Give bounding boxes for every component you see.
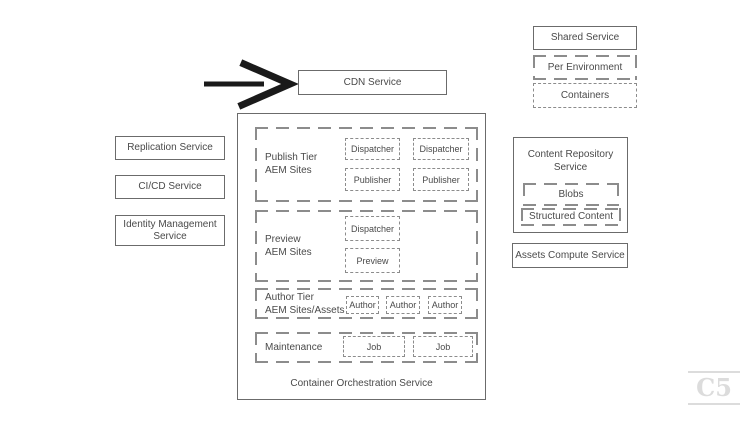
- legend-containers-label: Containers: [560, 89, 610, 101]
- publish-tier-label: Publish Tier AEM Sites: [265, 152, 318, 176]
- assets-compute-service-box: Assets Compute Service: [512, 243, 628, 268]
- container-orchestration-title: Container Orchestration Service: [290, 378, 433, 389]
- maintenance-label: Maintenance: [265, 342, 323, 353]
- author-box-3: Author: [428, 296, 462, 314]
- cicd-service-box: CI/CD Service: [115, 175, 225, 199]
- legend-per-environment-label: Per Environment: [547, 61, 623, 73]
- legend-shared-service-label: Shared Service: [550, 32, 620, 43]
- blobs-box: Blobs: [523, 183, 619, 206]
- cdn-service-box: CDN Service: [298, 70, 447, 95]
- structured-content-box: Structured Content: [521, 208, 621, 226]
- author-box-2: Author: [386, 296, 420, 314]
- preview-dispatcher-box: Dispatcher: [345, 216, 400, 241]
- preview-label: Preview AEM Sites: [265, 234, 312, 258]
- arrow-icon: [204, 59, 298, 110]
- assets-compute-service-label: Assets Compute Service: [515, 249, 625, 261]
- maintenance-job-box-2: Job: [413, 336, 473, 357]
- maintenance-job-box-1: Job: [343, 336, 405, 357]
- identity-management-service-box: Identity Management Service: [115, 215, 225, 246]
- cdn-service-label: CDN Service: [343, 76, 402, 88]
- identity-management-service-label: Identity Management Service: [123, 218, 217, 242]
- maintenance-section: [255, 332, 478, 363]
- cicd-service-label: CI/CD Service: [138, 181, 202, 192]
- replication-service-box: Replication Service: [115, 136, 225, 160]
- legend-containers-box: Containers: [533, 83, 637, 108]
- publish-tier-section: [255, 127, 478, 202]
- publish-dispatcher-1-box: Dispatcher: [345, 138, 400, 160]
- publish-publisher-2-box: Publisher: [413, 168, 469, 191]
- content-repository-service-label: Content Repository Service: [527, 149, 614, 173]
- preview-preview-box: Preview: [345, 248, 400, 273]
- replication-service-label: Replication Service: [127, 142, 213, 153]
- publish-publisher-1-box: Publisher: [345, 168, 400, 191]
- author-tier-label: Author Tier AEM Sites/Assets: [265, 292, 345, 316]
- legend-per-environment-box: Per Environment: [533, 55, 637, 80]
- preview-section: [255, 210, 478, 282]
- publish-dispatcher-2-box: Dispatcher: [413, 138, 469, 160]
- c5-logo: C5: [688, 371, 740, 405]
- author-box-1: Author: [346, 296, 379, 314]
- legend-shared-service-box: Shared Service: [533, 26, 637, 50]
